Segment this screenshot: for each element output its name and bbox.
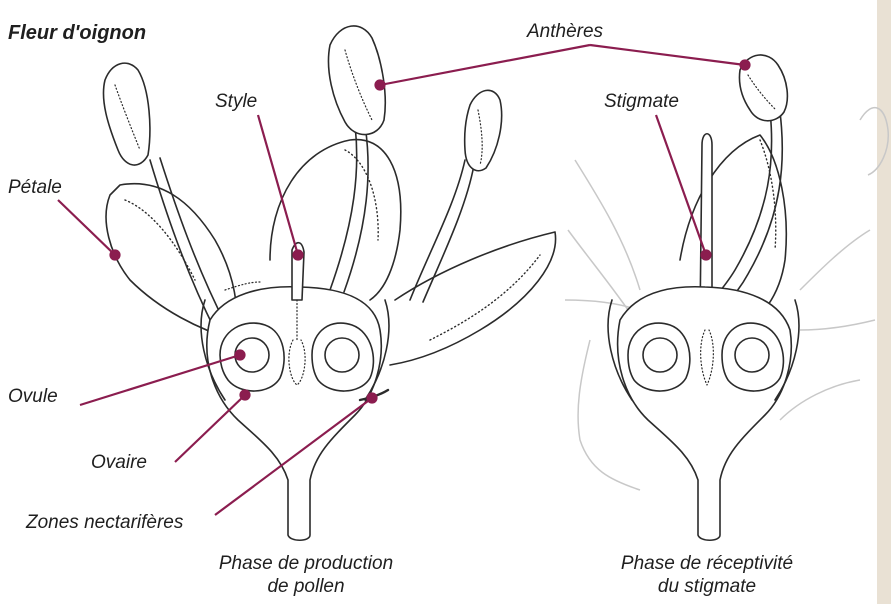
caption-right-line1: Phase de réceptivité [587, 553, 827, 576]
caption-right-line2: du stigmate [587, 576, 827, 599]
caption-left: Phase de production de pollen [186, 553, 426, 599]
label-nectaries: Zones nectarifères [26, 513, 183, 532]
label-style: Style [215, 92, 257, 111]
diagram-title: Fleur d'oignon [8, 23, 146, 43]
caption-left-line1: Phase de production [186, 553, 426, 576]
left-ovule-right [325, 338, 359, 372]
label-stigma: Stigmate [604, 92, 679, 111]
caption-left-line2: de pollen [186, 576, 426, 599]
right-flower [608, 55, 799, 540]
left-anther-1 [103, 63, 149, 165]
left-anther-3 [465, 90, 502, 170]
left-anther-2 [328, 26, 385, 135]
label-ovary: Ovaire [91, 453, 147, 472]
label-anthers: Anthères [527, 22, 603, 41]
label-ovule: Ovule [8, 387, 58, 406]
right-ovary [618, 287, 792, 540]
caption-right: Phase de réceptivité du stigmate [587, 553, 827, 599]
label-petal: Pétale [8, 178, 62, 197]
left-flower [103, 26, 555, 540]
left-petal-right [390, 232, 556, 365]
